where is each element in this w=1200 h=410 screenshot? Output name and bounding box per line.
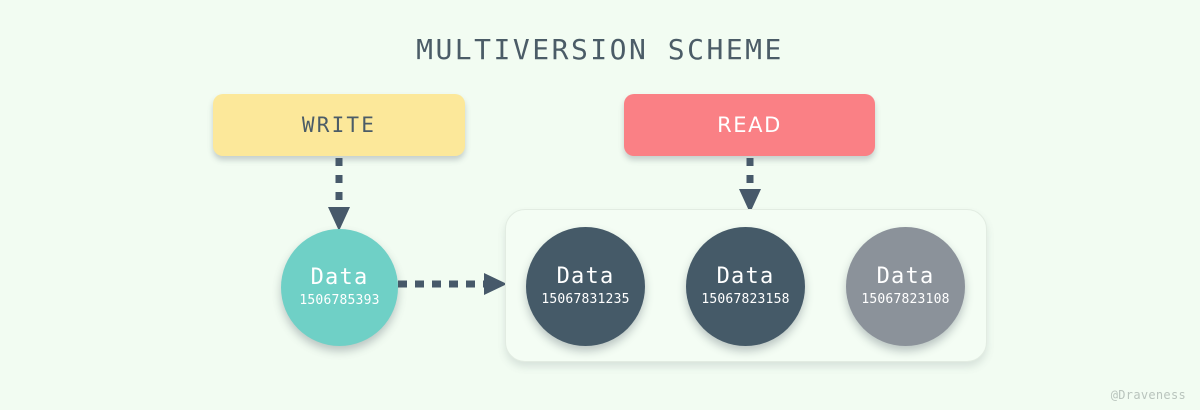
replicate-arrow-head	[484, 273, 507, 295]
version-data-circle[interactable]: Data 15067823158	[686, 227, 805, 346]
write-operation-label: WRITE	[301, 113, 377, 137]
read-operation-box[interactable]: READ	[624, 94, 875, 156]
write-arrow-head	[328, 207, 350, 231]
author-watermark: @Draveness	[1110, 388, 1186, 402]
write-operation-box[interactable]: WRITE	[213, 94, 465, 156]
replicate-right-arrow-icon	[398, 273, 507, 295]
version-data-version: 15067823158	[701, 291, 790, 307]
version-data-version: 15067823108	[861, 291, 950, 307]
page-title: MULTIVERSION SCHEME	[416, 33, 784, 66]
read-down-arrow-icon	[739, 158, 761, 213]
version-data-title: Data	[876, 264, 935, 290]
version-data-circle[interactable]: Data 15067831235	[526, 227, 645, 346]
staging-data-version: 1506785393	[299, 292, 380, 308]
read-operation-label: READ	[717, 113, 782, 137]
version-data-title: Data	[716, 264, 775, 290]
version-data-title: Data	[556, 264, 615, 290]
write-down-arrow-icon	[328, 158, 350, 231]
version-data-circle[interactable]: Data 15067823108	[846, 227, 965, 346]
staging-data-circle[interactable]: Data 1506785393	[281, 229, 398, 346]
read-arrow-head	[739, 189, 761, 213]
version-store-container: Data 15067831235 Data 15067823158 Data 1…	[505, 209, 987, 362]
staging-data-title: Data	[310, 265, 369, 291]
version-data-version: 15067831235	[541, 291, 630, 307]
